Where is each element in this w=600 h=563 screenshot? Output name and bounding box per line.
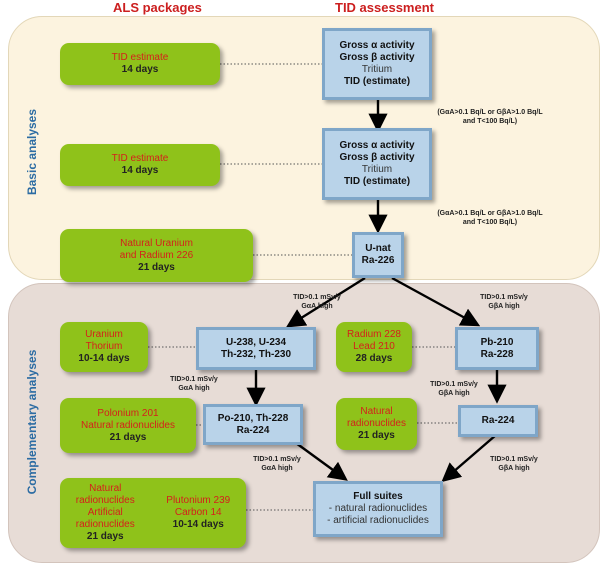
condition-line1: TID>0.1 mSv/y — [253, 456, 301, 463]
tid-line2: Ra-226 — [361, 255, 395, 266]
tid-line3: - artificial radionuclides — [327, 515, 429, 526]
package-name-line1: Polonium 201 — [97, 407, 159, 419]
package-name-line1: Radium 228 — [347, 329, 401, 340]
condition-note: TID>0.1 mSv/y GβA high — [465, 293, 543, 311]
package-name-line2: radionuclides — [75, 495, 135, 506]
condition-note: (GαA>0.1 Bq/L or GβA>1.0 Bq/L and T<100 … — [405, 209, 575, 227]
condition-line1: TID>0.1 mSv/y — [430, 381, 478, 388]
package-name-line2: Thorium — [85, 341, 123, 352]
package-turnaround: 14 days — [121, 64, 159, 75]
package-name-line1: Natural Uranium — [120, 237, 193, 249]
condition-line2: GβA high — [438, 390, 470, 397]
package-natural-uranium-radium: Natural Uranium and Radium 226 21 days — [60, 229, 253, 282]
tid-line2: Gross β activity — [339, 152, 415, 163]
package-name-line1: Plutonium 239 — [166, 495, 231, 506]
package-name-line1: Natural — [89, 483, 122, 494]
condition-line2: GβA high — [498, 465, 530, 472]
tid-line1: U-nat — [365, 243, 391, 254]
tid-line2: Th-232, Th-230 — [220, 348, 292, 360]
tid-line4: TID (estimate) — [343, 76, 411, 87]
tid-box-gross-activity-1: Gross α activity Gross β activity Tritiu… — [322, 28, 432, 100]
package-name-line2: Carbon 14 — [174, 507, 222, 518]
condition-line1: TID>0.1 mSv/y — [293, 294, 341, 301]
package-polonium-natural: Polonium 201 Natural radionuclides 21 da… — [60, 398, 196, 453]
condition-line1: (GαA>0.1 Bq/L or GβA>1.0 Bq/L — [437, 109, 543, 116]
arrow-t6-t8 — [295, 442, 348, 481]
package-full-suites: Natural radionuclides Artificial radionu… — [60, 478, 246, 548]
condition-line2: GβA high — [488, 303, 520, 310]
tid-line1: Gross α activity — [339, 40, 415, 51]
package-turnaround: 10-14 days — [78, 353, 130, 364]
package-name-line2: and Radium 226 — [119, 249, 194, 261]
tid-line1: Pb-210 — [480, 336, 514, 348]
tid-box-unat-ra226: U-nat Ra-226 — [352, 232, 404, 278]
condition-line2: and T<100 Bq/L) — [462, 219, 518, 226]
package-name-line1: Uranium — [85, 329, 123, 340]
package-turnaround: 14 days — [121, 165, 159, 176]
tid-box-ra224: Ra-224 — [458, 405, 538, 437]
tid-line2: Gross β activity — [339, 52, 415, 63]
tid-box-uranium-thorium: U-238, U-234 Th-232, Th-230 — [196, 327, 316, 370]
package-uranium-thorium: Uranium Thorium 10-14 days — [60, 322, 148, 372]
package-name: TID estimate — [111, 52, 169, 63]
package-turnaround: 28 days — [355, 353, 393, 364]
arrow-t3-t5 — [391, 276, 481, 327]
condition-note: TID>0.1 mSv/y GαA high — [278, 293, 356, 311]
tid-box-pb210-ra228: Pb-210 Ra-228 — [455, 327, 539, 370]
tid-line2: Ra-228 — [480, 348, 514, 360]
condition-line2: GαA high — [178, 385, 210, 392]
tid-box-po210-th228: Po-210, Th-228 Ra-224 — [203, 404, 303, 445]
tid-line1: Ra-224 — [481, 415, 515, 426]
condition-note: (GαA>0.1 Bq/L or GβA>1.0 Bq/L and T<100 … — [405, 108, 575, 126]
condition-note: TID>0.1 mSv/y GβA high — [475, 455, 553, 473]
package-name-line3: Artificial — [87, 507, 123, 518]
package-name-line1: Natural — [360, 406, 393, 417]
package-tid-estimate-2: TID estimate 14 days — [60, 144, 220, 186]
package-turnaround: 21 days — [109, 431, 147, 443]
tid-line3: Tritium — [361, 164, 393, 175]
package-tid-estimate-1: TID estimate 14 days — [60, 43, 220, 85]
arrow-t7-t8 — [441, 434, 497, 483]
tid-line2: - natural radionuclides — [328, 503, 428, 514]
condition-note: TID>0.1 mSv/y GβA high — [415, 380, 493, 398]
package-name-line2: Natural radionuclides — [81, 419, 175, 431]
arrow-t3-t4 — [285, 276, 366, 328]
package-name: TID estimate — [111, 153, 169, 164]
condition-note: TID>0.1 mSv/y GαA high — [155, 375, 233, 393]
package-natural-artificial: Natural radionuclides Artificial radionu… — [76, 483, 135, 543]
package-turnaround: 21 days — [86, 531, 124, 542]
als-packages-header: ALS packages — [113, 0, 202, 15]
condition-line1: (GαA>0.1 Bq/L or GβA>1.0 Bq/L — [437, 210, 543, 217]
tid-assessment-header: TID assessment — [335, 0, 434, 15]
condition-note: TID>0.1 mSv/y GαA high — [238, 455, 316, 473]
tid-line1: Gross α activity — [339, 140, 415, 151]
package-natural-radionuclides: Natural radionuclides 21 days — [336, 398, 417, 450]
condition-line2: GαA high — [301, 303, 333, 310]
condition-line2: GαA high — [261, 465, 293, 472]
package-turnaround: 21 days — [358, 430, 395, 441]
package-radium-lead: Radium 228 Lead 210 28 days — [336, 322, 412, 372]
package-turnaround: 21 days — [138, 261, 175, 273]
condition-line1: TID>0.1 mSv/y — [170, 376, 218, 383]
condition-line1: TID>0.1 mSv/y — [480, 294, 528, 301]
tid-line1: Po-210, Th-228 — [217, 412, 289, 424]
tid-line1: U-238, U-234 — [225, 336, 287, 348]
package-turnaround: 10-14 days — [172, 519, 224, 530]
package-name-line2: Lead 210 — [353, 341, 395, 352]
package-plutonium-carbon: Plutonium 239 Carbon 14 10-14 days — [166, 495, 230, 531]
condition-line2: and T<100 Bq/L) — [462, 118, 518, 125]
tid-line3: Tritium — [361, 64, 393, 75]
tid-box-full-suites: Full suites - natural radionuclides - ar… — [313, 481, 443, 537]
condition-line1: TID>0.1 mSv/y — [490, 456, 538, 463]
package-name-line2: radionuclides — [347, 418, 406, 429]
tid-line4: TID (estimate) — [343, 176, 411, 187]
tid-line1: Full suites — [353, 491, 403, 502]
package-name-line4: radionuclides — [75, 519, 135, 530]
tid-line2: Ra-224 — [236, 424, 270, 436]
tid-box-gross-activity-2: Gross α activity Gross β activity Tritiu… — [322, 128, 432, 200]
